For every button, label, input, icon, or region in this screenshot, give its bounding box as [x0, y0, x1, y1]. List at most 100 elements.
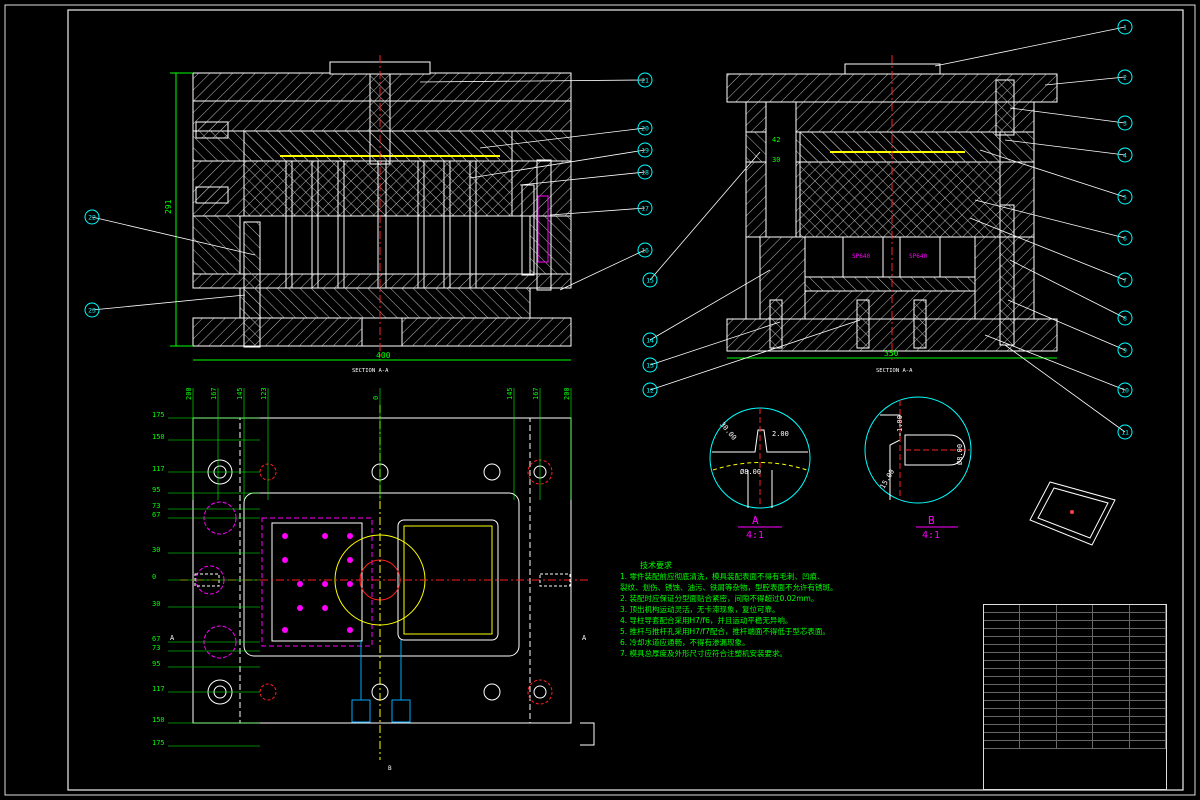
balloon-19-label: 19 [641, 147, 649, 155]
balloon-14-label: 14 [646, 337, 654, 345]
balloon-22-label: 22 [88, 214, 96, 222]
balloon-12 [642, 382, 658, 398]
balloon-3 [1117, 115, 1133, 131]
section-mark-a1: A [170, 634, 175, 642]
plan-left-dim: 73 [152, 644, 160, 652]
detail-a-dim1: 30.00 [718, 421, 738, 442]
balloon-1-label: 1 [1123, 24, 1127, 32]
balloon-17 [637, 200, 653, 216]
plan-top-dim: 123 [260, 387, 268, 400]
balloon-20 [637, 120, 653, 136]
balloon-16 [637, 242, 653, 258]
right-section-view: SP640 SP640 42 30 350 SECTION A-A [726, 55, 1058, 374]
balloon-7-label: 7 [1123, 277, 1127, 285]
plan-left-dim: 150 [152, 433, 165, 441]
bom-row [984, 661, 1167, 669]
balloon-2-label: 2 [1123, 74, 1127, 82]
plan-left-dim: 30 [152, 600, 160, 608]
dim-width-left: 400 [376, 351, 391, 360]
bom-row [984, 701, 1167, 709]
balloon-18 [637, 164, 653, 180]
technical-notes: 技术要求 1. 零件装配前应彻底清洗，模具装配表面不得有毛刺、凹痕、 裂纹、划伤… [620, 560, 865, 659]
dim-height: 291 [164, 199, 173, 214]
bom-row [984, 693, 1167, 701]
balloon-9 [1117, 342, 1133, 358]
plan-top-dim: 145 [506, 387, 514, 400]
bom-row [984, 645, 1167, 653]
detail-b-dim1: 1.00 [896, 415, 904, 432]
note-line: 3. 顶出机构运动灵活，无卡滞现象，复位可靠。 [620, 605, 780, 614]
balloon-8-label: 8 [1123, 315, 1127, 323]
dim-width-right: 350 [884, 349, 899, 358]
balloon-15-label: 15 [646, 277, 654, 285]
balloon-8 [1117, 310, 1133, 326]
bom-row [984, 653, 1167, 661]
balloon-13-label: 13 [646, 362, 654, 370]
bom-row [984, 637, 1167, 645]
plan-left-dim: 0 [152, 573, 156, 581]
bom-row [984, 621, 1167, 629]
balloon-19 [637, 142, 653, 158]
balloon-15 [642, 272, 658, 288]
plan-top-dim: 145 [236, 387, 244, 400]
part-label-1: SP640 [852, 253, 870, 260]
balloon-23 [84, 302, 100, 318]
part-isometric [1029, 481, 1116, 546]
detail-b-dim2: Ø8.00 [956, 444, 964, 465]
section-label-right: SECTION A-A [876, 368, 913, 374]
detail-a-scale: 4:1 [746, 530, 764, 541]
plan-top-dim: 0 [372, 396, 380, 400]
bom-row [984, 733, 1167, 741]
bom-row [984, 605, 1167, 613]
balloon-11 [1117, 424, 1133, 440]
detail-b-label: B [928, 514, 935, 527]
bom-row [984, 613, 1167, 621]
bom-row [984, 669, 1167, 677]
note-line: 5. 推杆与推杆孔采用H7/f7配合，推杆端面不得低于型芯表面。 [620, 627, 830, 636]
balloon-23-label: 23 [88, 307, 96, 315]
plan-left-dim: 95 [152, 660, 160, 668]
plan-top-dim: 200 [185, 387, 193, 400]
balloon-11-label: 11 [1121, 429, 1129, 437]
notes-title: 技术要求 [640, 561, 672, 570]
balloon-10-label: 10 [1121, 387, 1129, 395]
detail-b-scale: 4:1 [922, 530, 940, 541]
balloon-10 [1117, 382, 1133, 398]
plan-top-dim: 167 [532, 387, 540, 400]
balloon-22 [84, 209, 100, 225]
plan-left-dim: 175 [152, 739, 165, 747]
detail-a-label: A [752, 514, 759, 527]
outer-frame [4, 4, 1196, 796]
balloon-4 [1117, 147, 1133, 163]
balloon-1 [1117, 19, 1133, 35]
note-line: 6. 冷却水道应通畅，不得有渗漏现象。 [620, 638, 750, 647]
balloon-2 [1117, 69, 1133, 85]
note-line: 1. 零件装配前应彻底清洗，模具装配表面不得有毛刺、凹痕、 [620, 572, 825, 581]
balloon-20-label: 20 [641, 125, 649, 133]
balloon-9-label: 9 [1123, 347, 1127, 355]
left-section-view: 291 400 SECTION A-A [164, 55, 572, 374]
detail-a-dim3: Ø8.00 [740, 468, 761, 476]
note-line: 2. 装配时应保证分型面贴合紧密，间隙不得超过0.02mm。 [620, 594, 819, 603]
plan-left-dim: 30 [152, 546, 160, 554]
balloon-16-label: 16 [641, 247, 649, 255]
section-mark-a2: A [582, 634, 587, 642]
bom-row [984, 709, 1167, 717]
plan-left-dim: 150 [152, 716, 165, 724]
detail-b-dim3: 15.00 [879, 468, 896, 490]
note-line: 裂纹、划伤、锈蚀、油污、铁屑等杂物，型腔表面不允许有锈斑。 [620, 583, 838, 592]
balloon-13 [642, 357, 658, 373]
bom-row [984, 685, 1167, 693]
bom-row [984, 629, 1167, 637]
balloon-7 [1117, 272, 1133, 288]
balloon-3-label: 3 [1123, 120, 1127, 128]
note-line: 7. 模具总厚度及外形尺寸应符合注塑机安装要求。 [620, 649, 788, 658]
detail-a: Ø8.00 2.00 30.00 A 4:1 [709, 407, 811, 541]
detail-b: 1.00 Ø8.00 15.00 B 4:1 [864, 396, 972, 541]
title-block [983, 604, 1167, 790]
balloon-6-label: 6 [1123, 235, 1127, 243]
